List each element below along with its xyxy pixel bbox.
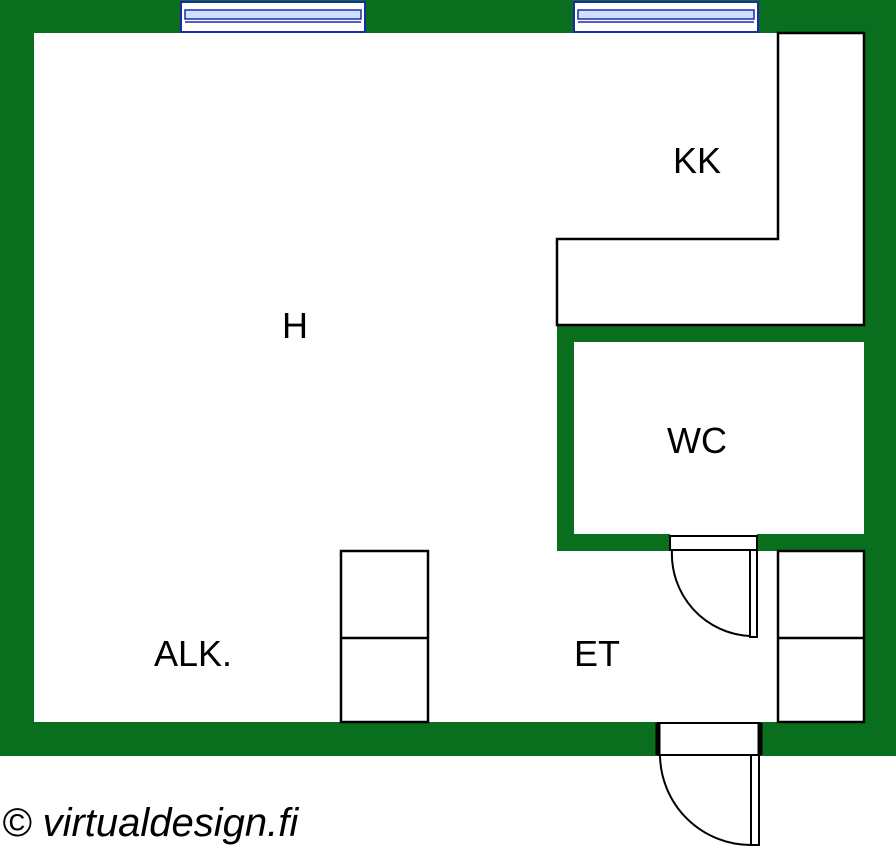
wc-wall-top [557,325,864,342]
outer-wall-top [0,0,896,33]
kitchen-counter [555,31,866,327]
outer-wall-right [864,0,896,756]
window-left [180,1,366,33]
room-label-kk: KK [673,140,721,181]
window-right [573,1,759,33]
wardrobe-alk [339,549,430,724]
entrance-door [655,722,763,846]
room-label-et: ET [574,633,620,674]
wardrobe-et [776,549,866,724]
wc-door [669,535,758,638]
outer-wall-bottom-right [760,722,896,756]
room-label-wc: WC [667,420,727,461]
copyright-text: © virtualdesign.fi [2,801,299,845]
room-label-h: H [282,305,308,346]
wc-wall-bottom-right [757,534,864,551]
wc-wall-left [557,325,574,551]
wc-wall-bottom-left [557,534,670,551]
room-label-alk: ALK. [154,633,232,674]
outer-wall-bottom-left [0,722,658,756]
outer-wall-left [0,0,34,756]
